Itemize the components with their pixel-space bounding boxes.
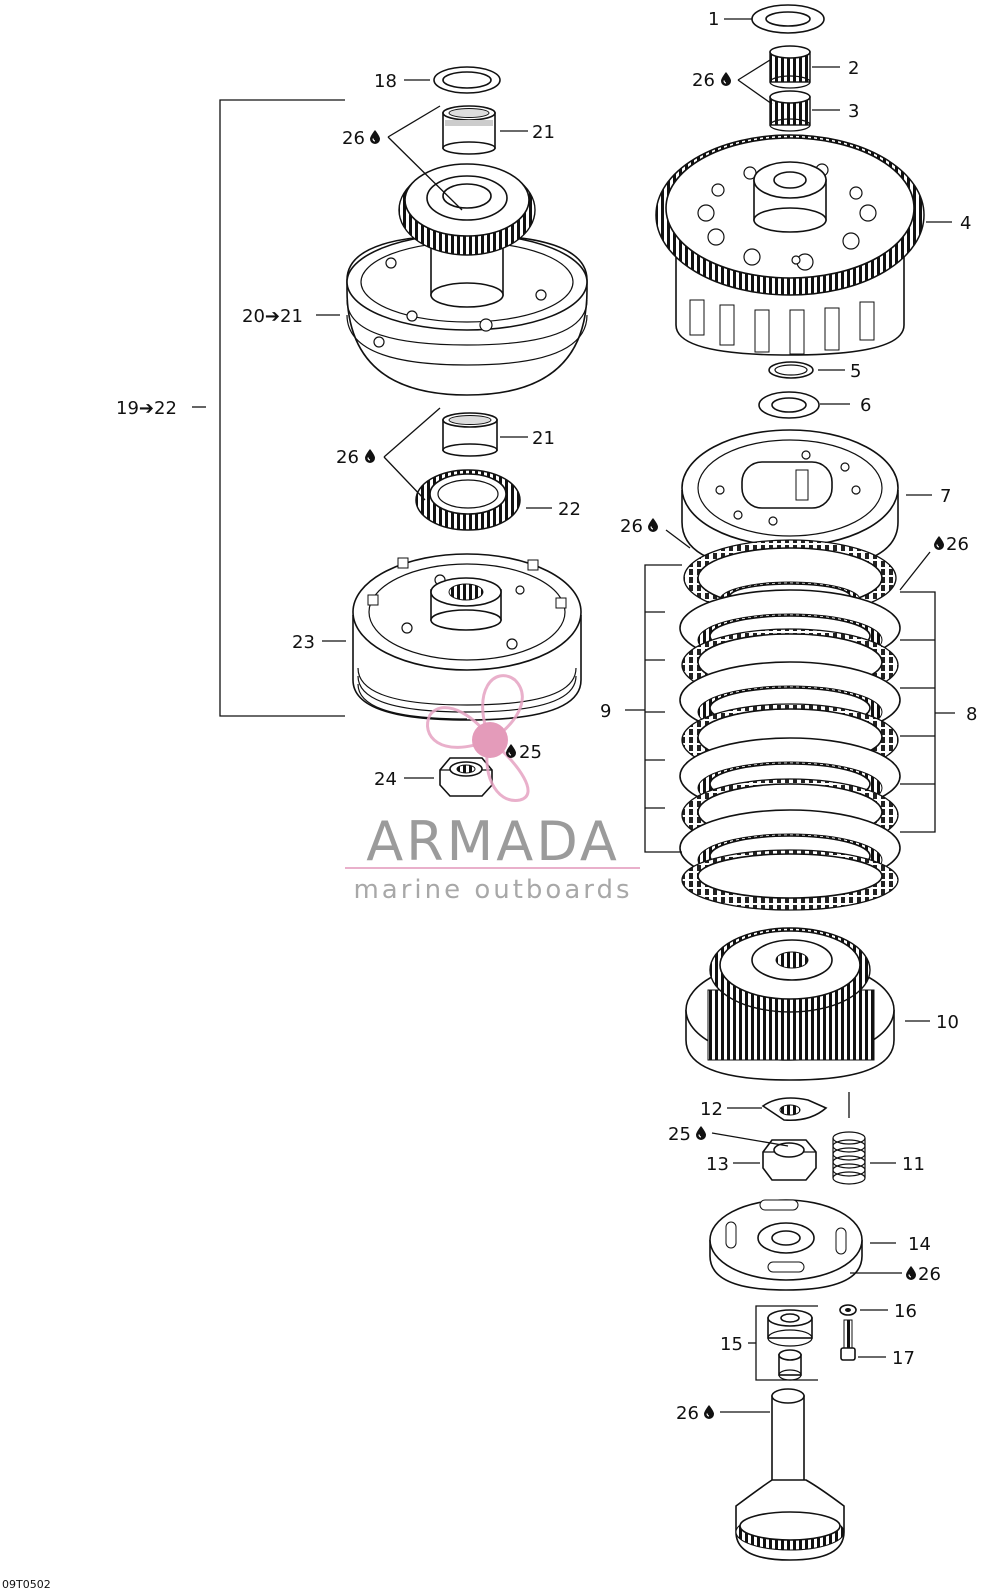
part-22-sprag-clutch — [415, 469, 521, 531]
callout-2: 2 — [848, 58, 859, 79]
callout-26-a: 26 — [342, 128, 365, 149]
part-3-needle-bearing — [769, 90, 811, 132]
part-20-starter-gear-drum — [346, 163, 588, 396]
callout-9: 9 — [600, 701, 611, 722]
oil-drop-icon — [721, 72, 731, 86]
oil-drop-icon — [906, 1266, 916, 1280]
part-13-nut — [762, 1139, 817, 1181]
callout-26-b: 26 — [336, 447, 359, 468]
oil-drop-icon — [934, 536, 944, 550]
part-4-clutch-housing — [655, 134, 925, 356]
part-2-needle-bearing — [769, 45, 811, 89]
callout-4: 4 — [960, 213, 971, 234]
callout-26-e: 26 — [946, 534, 969, 555]
oil-drop-icon — [696, 1126, 706, 1140]
part-15-pin — [778, 1349, 802, 1381]
part-24-nut — [439, 757, 493, 797]
callout-26-g: 26 — [676, 1403, 699, 1424]
right-assembly — [625, 4, 955, 1561]
oil-drop-icon — [506, 744, 516, 758]
part-21-bushing-bottom — [442, 412, 498, 457]
callout-11: 11 — [902, 1154, 925, 1175]
callout-16: 16 — [894, 1301, 917, 1322]
callout-25-right: 25 — [668, 1124, 691, 1145]
armada-watermark: ARMADA marine outboards — [345, 674, 640, 905]
callout-19-22: 19➔22 — [116, 398, 177, 419]
part-10-clutch-hub — [685, 927, 895, 1081]
part-15-bearing — [767, 1309, 813, 1347]
oil-drop-icon — [704, 1405, 714, 1419]
callout-12: 12 — [700, 1099, 723, 1120]
oil-drop-icon — [648, 518, 658, 532]
callout-24: 24 — [374, 769, 397, 790]
callout-17: 17 — [892, 1348, 915, 1369]
logo-hub-dot — [472, 722, 508, 758]
callout-7: 7 — [940, 486, 951, 507]
callout-labels: 1 2 3 4 5 6 7 8 9 10 11 12 13 14 15 16 1… — [2, 9, 977, 1591]
callout-13: 13 — [706, 1154, 729, 1175]
bracket-8 — [900, 591, 936, 833]
callout-21-bottom: 21 — [532, 428, 555, 449]
oil-drop-icon — [365, 449, 375, 463]
callout-26-d: 26 — [620, 516, 643, 537]
callout-26-f: 26 — [918, 1264, 941, 1285]
callout-5: 5 — [850, 361, 861, 382]
oil-drop-icon — [370, 130, 380, 144]
callout-14: 14 — [908, 1234, 931, 1255]
callout-22: 22 — [558, 499, 581, 520]
propeller-logo — [426, 674, 530, 802]
clutch-plate-stack — [679, 539, 901, 911]
callout-3: 3 — [848, 101, 859, 122]
figure-code: 09T0502 — [2, 1578, 51, 1591]
callout-21-top: 21 — [532, 122, 555, 143]
part-21-bushing-top — [442, 105, 496, 155]
bracket-9 — [644, 564, 682, 853]
part-11-spring — [832, 1131, 866, 1185]
callout-20-21: 20➔21 — [242, 306, 303, 327]
callout-23: 23 — [292, 632, 315, 653]
friction-plate — [681, 849, 899, 911]
watermark-tagline: marine outboards — [353, 875, 632, 905]
watermark-brand: ARMADA — [366, 810, 620, 873]
callout-15: 15 — [720, 1334, 743, 1355]
callout-25-left: 25 — [519, 742, 542, 763]
callout-6: 6 — [860, 395, 871, 416]
callout-1: 1 — [708, 9, 719, 30]
pushrod-drive — [735, 1388, 845, 1561]
callout-10: 10 — [936, 1012, 959, 1033]
callout-8: 8 — [966, 704, 977, 725]
part-14-lifter-plate — [709, 1199, 863, 1291]
left-assembly — [192, 66, 588, 797]
callout-18: 18 — [374, 71, 397, 92]
part-23-one-way-housing — [352, 553, 582, 721]
callout-26-c: 26 — [692, 70, 715, 91]
bracket-19-22 — [219, 99, 345, 717]
part-17-bolt — [840, 1319, 856, 1361]
